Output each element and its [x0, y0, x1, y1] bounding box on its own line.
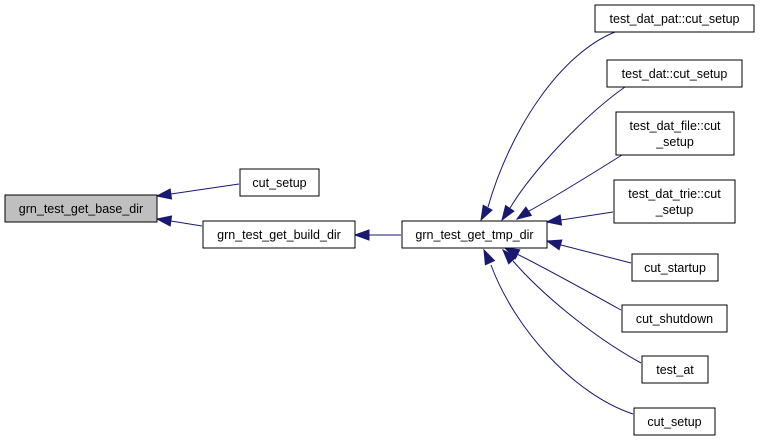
node-cut-shutdown[interactable]: cut_shutdown — [621, 304, 728, 333]
node-label: test_dat_pat::cut_setup — [610, 12, 740, 26]
node-cut-setup-2[interactable]: cut_setup — [633, 407, 716, 436]
arrowhead — [483, 248, 496, 266]
node-box — [621, 304, 728, 333]
node-box — [594, 4, 755, 33]
node-box — [202, 220, 356, 249]
arrowhead — [545, 214, 563, 226]
node-box — [641, 355, 709, 384]
node-box — [4, 194, 158, 223]
node-label: grn_test_get_tmp_dir — [415, 228, 533, 242]
edge-tmp_dir-to-build_dir — [353, 229, 401, 241]
node-box — [239, 168, 320, 197]
node-box — [606, 59, 743, 88]
edge-line — [490, 264, 634, 415]
node-test-at[interactable]: test_at — [641, 355, 709, 384]
arrowhead — [515, 206, 533, 220]
node-dat-file[interactable]: test_dat_file::cut_setup — [615, 111, 735, 156]
edge-line — [487, 31, 616, 208]
edge-cut_setup_1-to-base_dir — [155, 183, 240, 200]
edge-cut_shutdown-to-tmp_dir — [503, 247, 622, 311]
node-box — [633, 407, 716, 436]
arrowhead — [155, 215, 173, 227]
edge-cut_setup_2-to-tmp_dir — [483, 248, 634, 415]
edge-dat-to-tmp_dir — [501, 86, 626, 222]
arrowhead — [545, 239, 563, 251]
node-label: _setup — [655, 135, 694, 149]
node-label: cut_startup — [644, 261, 706, 275]
edge-line — [516, 253, 622, 311]
node-dat-pat[interactable]: test_dat_pat::cut_setup — [594, 4, 755, 33]
node-label: cut_setup — [252, 176, 306, 190]
edge-dat_file-to-tmp_dir — [515, 154, 623, 220]
edge-line — [170, 220, 203, 227]
nodes-layer: grn_test_get_base_dir cut_setup grn_test_g… — [4, 4, 755, 436]
node-cut-startup[interactable]: cut_startup — [631, 253, 719, 282]
node-label: test_dat::cut_setup — [622, 67, 728, 81]
node-build-dir[interactable]: grn_test_get_build_dir — [202, 220, 356, 249]
edge-line — [560, 211, 614, 221]
edge-test_at-to-tmp_dir — [502, 248, 642, 364]
node-box — [613, 179, 736, 224]
edges-layer — [155, 31, 642, 415]
node-label: grn_test_get_base_dir — [19, 202, 143, 216]
arrowhead — [501, 204, 515, 222]
node-base-dir[interactable]: grn_test_get_base_dir — [4, 194, 158, 223]
node-label: cut_setup — [647, 415, 701, 429]
node-label: cut_shutdown — [636, 312, 713, 326]
arrowhead — [353, 229, 370, 241]
arrowhead — [502, 248, 517, 265]
node-box — [631, 253, 719, 282]
arrowhead — [155, 188, 173, 200]
edge-cut_startup-to-tmp_dir — [545, 239, 632, 264]
node-label: test_dat_trie::cut — [628, 187, 721, 201]
edge-dat_pat-to-tmp_dir — [480, 31, 616, 222]
edge-build_dir-to-base_dir — [155, 215, 203, 227]
edge-line — [528, 154, 623, 212]
edge-line — [512, 260, 642, 364]
node-label: grn_test_get_build_dir — [217, 228, 341, 242]
node-dat[interactable]: test_dat::cut_setup — [606, 59, 743, 88]
node-box — [615, 111, 735, 156]
node-dat-trie[interactable]: test_dat_trie::cut_setup — [613, 179, 736, 224]
node-label: _setup — [655, 203, 694, 217]
edge-dat_trie-to-tmp_dir — [545, 211, 614, 226]
node-box — [401, 220, 548, 249]
node-label: test_at — [656, 363, 694, 377]
node-tmp-dir[interactable]: grn_test_get_tmp_dir — [401, 220, 548, 249]
edge-line — [509, 86, 626, 209]
node-label: test_dat_file::cut — [629, 119, 721, 133]
edge-line — [560, 244, 632, 264]
edge-line — [170, 183, 240, 195]
arrowhead — [480, 204, 493, 222]
node-cut-setup-1[interactable]: cut_setup — [239, 168, 320, 197]
